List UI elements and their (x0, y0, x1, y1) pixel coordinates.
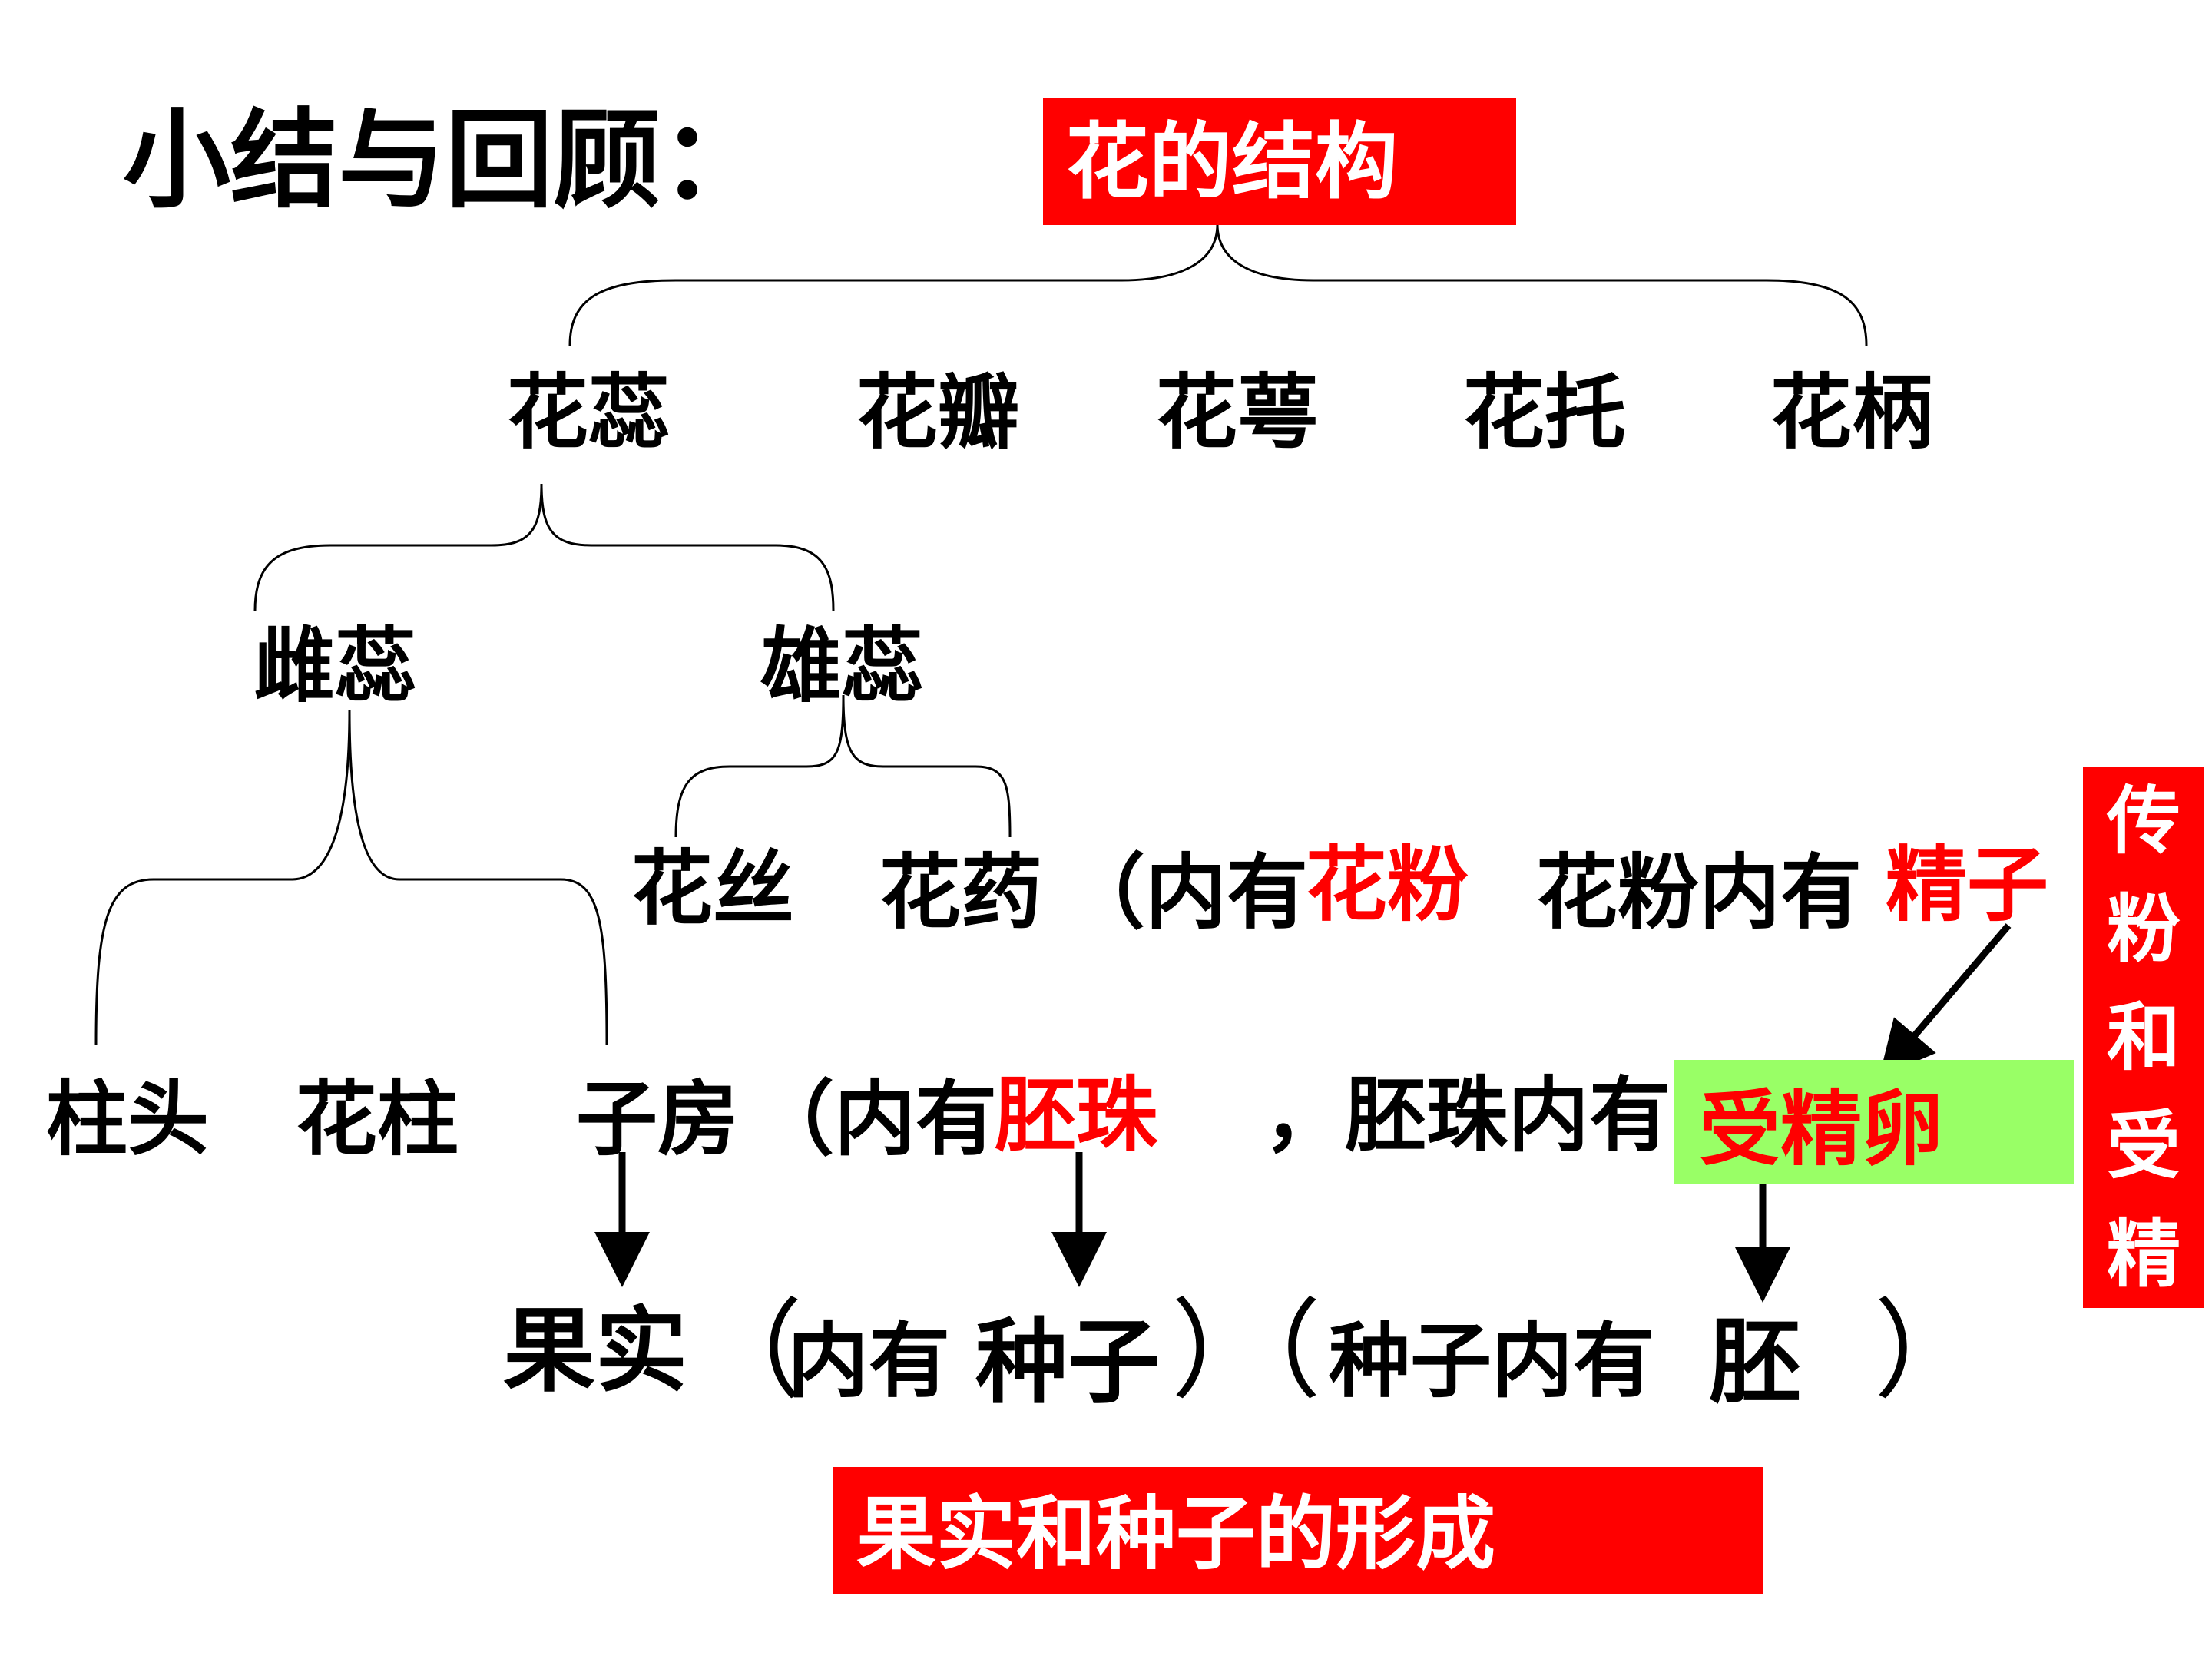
paren-close-1: ） (1171, 1289, 1280, 1414)
page-title: 小结与回顾： (123, 98, 769, 224)
paren-open-2: （ (1214, 1289, 1322, 1414)
vertical-char: 传 (2107, 777, 2181, 864)
label-anther: 花药 (879, 846, 1042, 940)
fruit-seed-formation-label: 果实和种子的形成 (856, 1487, 1496, 1581)
label-sperm: 精子 (1886, 838, 2048, 932)
paren-close-2: ） (1874, 1289, 1982, 1414)
flower-structure-box: 花的结构 (1043, 98, 1516, 225)
label-fertilized-egg: 受精卵 (1699, 1082, 1943, 1177)
label-ovary: 子房 (576, 1072, 739, 1167)
label-pedicel: 花柄 (1770, 366, 1933, 460)
label-anther-contains: （内有 (1064, 846, 1308, 940)
label-fruit: 果实 (503, 1298, 687, 1405)
label-embryo: 胚 (1709, 1310, 1801, 1416)
label-stamen: 雄蕊 (760, 619, 923, 714)
brace-flower-structure (568, 224, 1868, 346)
brace-stamen-parts (674, 694, 1012, 838)
label-pollen: 花粉 (1306, 838, 1469, 932)
arrow-sperm-to-egg (1879, 923, 2012, 1078)
label-stigma: 柱头 (46, 1072, 209, 1167)
vertical-char: 粉 (2107, 886, 2181, 972)
fertilized-egg-box: 受精卵 (1674, 1060, 2074, 1184)
vertical-char: 精 (2107, 1210, 2181, 1297)
label-pollen-contains: 花粉内有 (1536, 846, 1862, 940)
label-sepal: 花萼 (1156, 366, 1319, 460)
fruit-seed-formation-box: 果实和种子的形成 (833, 1467, 1763, 1594)
vertical-char: 受 (2107, 1102, 2181, 1189)
label-ovary-contains: （内有 (753, 1072, 997, 1167)
label-receptacle: 花托 (1463, 366, 1626, 460)
label-contains: 内有 (787, 1314, 950, 1409)
label-seed: 种子 (975, 1310, 1160, 1416)
brace-stamen-pistil (253, 483, 835, 611)
vertical-char: 和 (2107, 994, 2181, 1081)
brace-pistil-parts (94, 710, 608, 1045)
flower-structure-label: 花的结构 (1066, 114, 1399, 210)
label-pistil: 雌蕊 (253, 619, 416, 714)
paren-open-1: （ (695, 1289, 803, 1414)
label-stamen-pistil: 花蕊 (507, 366, 670, 460)
label-petal: 花瓣 (856, 366, 1019, 460)
label-ovule: 胚珠 (995, 1068, 1157, 1163)
label-seed-contains: 种子内有 (1329, 1314, 1654, 1409)
label-style: 花柱 (296, 1072, 459, 1167)
pollination-fertilization-box: 传 粉 和 受 精 (2083, 767, 2204, 1308)
label-ovule-contains: ，胚珠内有 (1263, 1068, 1671, 1163)
label-filament: 花丝 (631, 842, 794, 936)
